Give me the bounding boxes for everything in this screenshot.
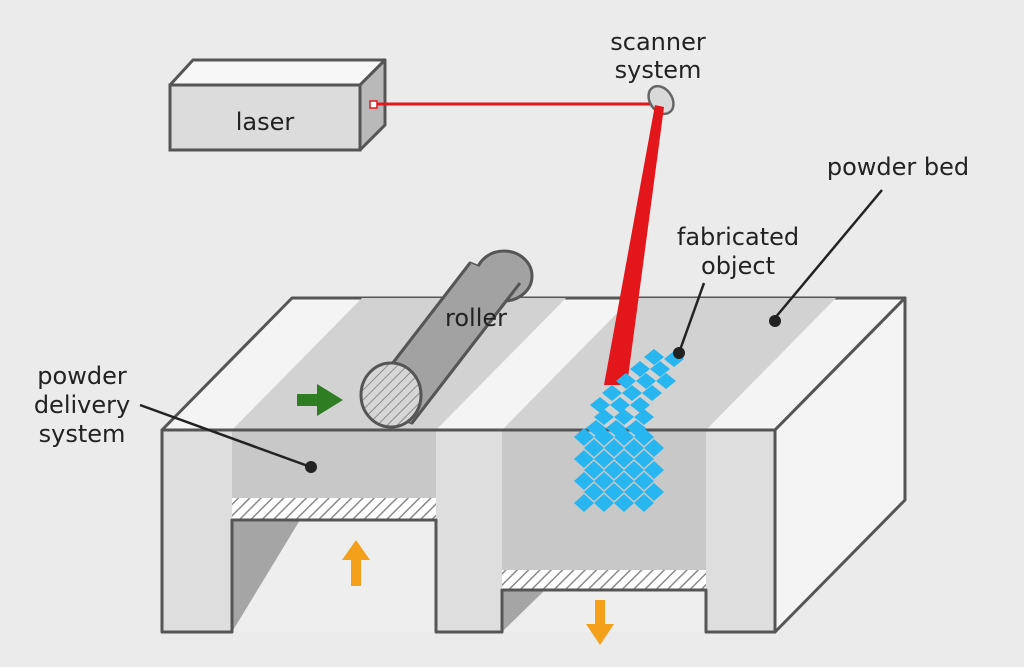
laser-beam-focused xyxy=(604,105,664,385)
laser-top-face xyxy=(168,58,387,87)
arrow-right-icon xyxy=(297,384,343,416)
build-piston-plate xyxy=(502,570,706,590)
object-cell xyxy=(606,420,626,436)
object-cell xyxy=(604,461,624,479)
delivery-label-line2: delivery xyxy=(34,391,130,419)
object-cell xyxy=(644,461,664,479)
roller-front-end xyxy=(359,361,423,429)
object-cell xyxy=(594,494,614,512)
machine-body xyxy=(160,296,907,634)
object-cell xyxy=(634,494,654,512)
right-wall xyxy=(706,430,775,632)
object-cell xyxy=(622,385,642,401)
delivery-label-line3: system xyxy=(39,420,126,448)
object-cell xyxy=(636,373,656,389)
fabricated-dot xyxy=(673,347,685,359)
object-cell xyxy=(650,361,670,377)
object-cell xyxy=(594,472,614,490)
middle-wall xyxy=(436,430,502,632)
object-cell xyxy=(610,397,630,413)
object-cell xyxy=(634,409,654,425)
object-cell xyxy=(644,349,664,365)
object-cell xyxy=(574,450,594,468)
object-cell xyxy=(574,428,594,446)
powder-bed-dot xyxy=(769,315,781,327)
delivery-pointer xyxy=(139,403,309,468)
object-cell xyxy=(594,450,614,468)
object-cell xyxy=(604,483,624,501)
scanner-label-line1: scanner xyxy=(610,28,706,56)
object-cell xyxy=(630,361,650,377)
object-cell xyxy=(594,409,614,425)
arrow-down-icon xyxy=(586,600,614,645)
object-cell xyxy=(630,397,650,413)
roller-label: roller xyxy=(445,304,507,332)
laser-unit: laser xyxy=(168,58,387,152)
object-cell xyxy=(614,409,634,425)
object-cell xyxy=(634,450,654,468)
object-cell xyxy=(614,494,634,512)
object-cell xyxy=(624,439,644,457)
object-cell xyxy=(626,420,646,436)
object-cell xyxy=(624,483,644,501)
arrow-up-icon xyxy=(342,540,370,586)
fabricated-pointer xyxy=(678,282,706,351)
object-cell xyxy=(644,439,664,457)
powder-bed-pointer xyxy=(774,189,883,319)
delivery-dot xyxy=(305,461,317,473)
scanner-label-line2: system xyxy=(615,56,702,84)
laser-aperture xyxy=(369,100,378,109)
object-cell xyxy=(616,373,636,389)
object-cell xyxy=(624,461,644,479)
build-powder-top xyxy=(502,298,836,430)
object-cell xyxy=(604,439,624,457)
laser-front-face xyxy=(168,83,362,152)
object-cell xyxy=(584,439,604,457)
fabricated-object xyxy=(574,349,684,512)
delivery-piston-plate xyxy=(232,498,436,520)
delivery-cavity-floor xyxy=(232,520,436,632)
object-cell xyxy=(614,472,634,490)
machine-front-outline xyxy=(160,428,777,634)
object-cell xyxy=(574,494,594,512)
object-cell xyxy=(574,472,594,490)
object-cell xyxy=(644,483,664,501)
left-wall xyxy=(162,430,232,632)
delivery-powder xyxy=(232,430,436,498)
object-cell xyxy=(642,385,662,401)
object-cell xyxy=(634,472,654,490)
laser-label: laser xyxy=(236,108,295,136)
object-cell xyxy=(590,397,610,413)
roller: roller xyxy=(359,249,534,429)
object-cell xyxy=(584,461,604,479)
delivery-label-line1: powder xyxy=(37,362,127,390)
object-cell xyxy=(656,373,676,389)
fabricated-label-line1: fabricated xyxy=(677,223,799,251)
object-cell xyxy=(584,483,604,501)
powder-bed-label: powder bed xyxy=(827,153,969,181)
fabricated-label-line2: object xyxy=(701,252,775,280)
object-cell xyxy=(614,450,634,468)
object-cell xyxy=(602,385,622,401)
object-cell xyxy=(586,420,606,436)
